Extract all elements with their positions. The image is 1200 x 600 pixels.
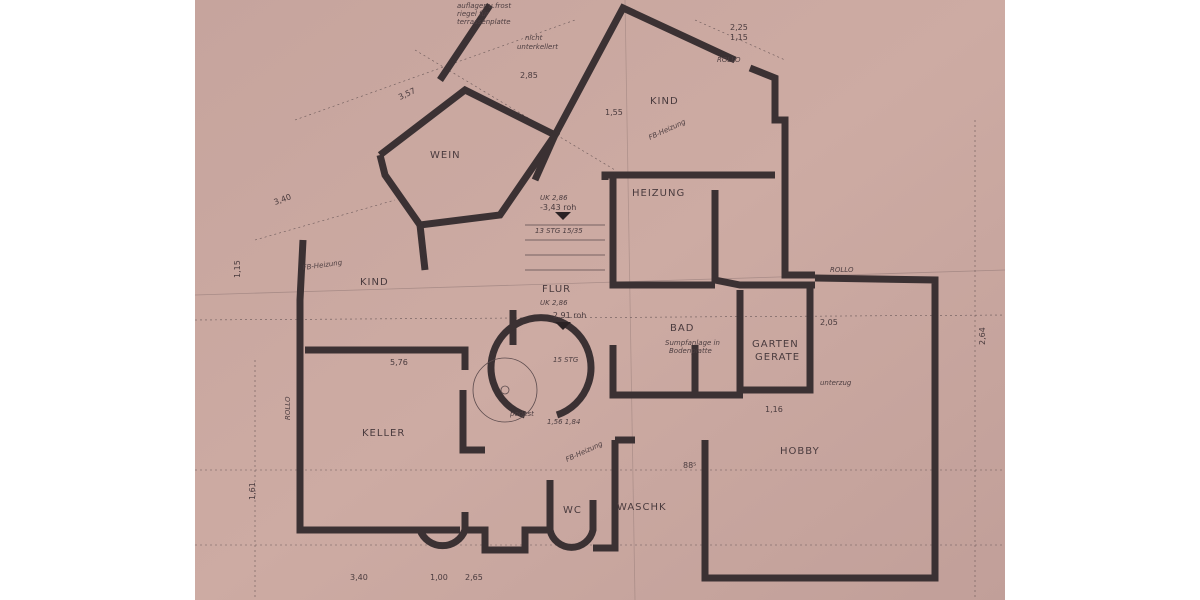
- room-wc: WC: [563, 505, 582, 516]
- dim-label: 3,40: [350, 573, 368, 582]
- dim-label: 1,15: [730, 33, 748, 42]
- note-sumpf: Sumpfanlage in: [665, 339, 720, 347]
- room-garten: GARTEN: [752, 339, 799, 350]
- room-hobby: HOBBY: [780, 446, 820, 457]
- dim-label: 2,05: [820, 318, 838, 327]
- room-waschk: WASCHK: [617, 502, 667, 513]
- dim-label: 2,85: [520, 71, 538, 80]
- dim-label: 2,65: [465, 573, 483, 582]
- level-marker-icon: [555, 212, 571, 220]
- dim-label: 88⁵: [683, 461, 696, 470]
- note-unterzug: unterzug: [820, 379, 852, 387]
- fold-line: [624, 0, 636, 600]
- walls: [296, 3, 939, 582]
- dim-label: 1,00: [430, 573, 448, 582]
- note-nicht-unterkellert: nicht: [525, 34, 543, 42]
- note-level: -3,43 roh: [540, 203, 576, 212]
- note-level: -2,91 roh: [550, 311, 586, 320]
- floor-plan-blueprint: WEIN KIND KIND HEIZUNG FLUR BAD GARTEN G…: [195, 0, 1005, 600]
- fold-line: [195, 269, 1005, 296]
- note-podest: 1,56 1,84: [547, 418, 580, 426]
- room-bad: BAD: [670, 323, 694, 334]
- dim-label: 1,55: [605, 108, 623, 117]
- dim-label: 5,76: [390, 358, 408, 367]
- room-flur: FLUR: [542, 284, 571, 295]
- room-kind-top: KIND: [650, 96, 679, 107]
- dim-label: 2,64: [978, 327, 987, 345]
- paper-background: [195, 0, 1005, 600]
- note-nicht-unterkellert: unterkellert: [517, 43, 558, 51]
- dim-label: 2,25: [730, 23, 748, 32]
- room-geraete: GERATE: [755, 352, 800, 363]
- room-kind-left: KIND: [360, 277, 389, 288]
- note-sumpf: Bodenplatte: [669, 347, 712, 355]
- room-labels: WEIN KIND KIND HEIZUNG FLUR BAD GARTEN G…: [360, 96, 820, 516]
- room-heizung: HEIZUNG: [632, 188, 685, 199]
- dim-label: 1,15: [233, 260, 242, 278]
- stair-flur: [525, 212, 605, 330]
- note-rollo: ROLLO: [830, 266, 854, 274]
- note-podest: podest: [509, 410, 534, 418]
- note-rollo: ROLLO: [284, 396, 292, 420]
- note-rollo: ROLLO: [717, 56, 741, 64]
- level-marker-icon: [555, 322, 571, 330]
- dim-label: 1,16: [765, 405, 783, 414]
- note-stairs: 13 STG 15/35: [535, 227, 583, 235]
- note-frost: riegel für: [457, 10, 490, 18]
- room-keller: KELLER: [362, 428, 405, 439]
- note-frost: terrassenplatte: [457, 18, 511, 26]
- note-uk: UK 2,86: [540, 299, 568, 307]
- dim-label: 1,61: [248, 482, 257, 500]
- note-uk: UK 2,86: [540, 194, 568, 202]
- note-frost: auflager u.frost: [457, 2, 511, 10]
- room-wein: WEIN: [430, 150, 461, 161]
- note-stairs: 15 STG: [553, 356, 579, 364]
